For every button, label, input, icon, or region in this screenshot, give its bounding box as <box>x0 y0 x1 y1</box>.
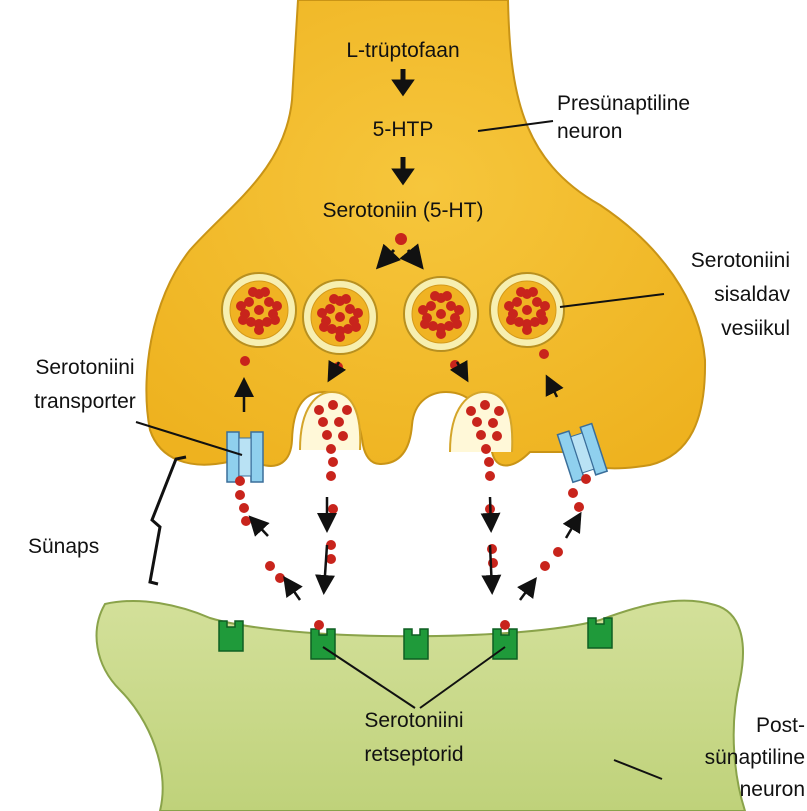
vesicle-serotonin <box>248 287 258 297</box>
serotonin-molecule <box>265 561 275 571</box>
serotonin-molecule <box>239 503 249 513</box>
serotonin-molecule <box>235 490 245 500</box>
serotonin-molecule <box>574 502 584 512</box>
serotonin-molecule <box>500 620 510 630</box>
vesicle-serotonin <box>335 312 345 322</box>
serotonin-molecule <box>492 431 502 441</box>
vesicle-serotonin <box>436 329 446 339</box>
vesicle-serotonin <box>236 301 246 311</box>
serotonin-molecule <box>318 417 328 427</box>
receptors-label-line1: Serotoniini <box>334 708 494 742</box>
serotonin-molecule <box>314 405 324 415</box>
vesicle-serotonin <box>353 308 363 318</box>
presynaptic-label-line2: neuron <box>557 119 690 147</box>
serotonin-molecule <box>241 516 251 526</box>
serotonin-molecule <box>342 405 352 415</box>
vesicle-serotonin <box>528 287 538 297</box>
pathway-step-5htp: 5-HTP <box>353 117 453 143</box>
postsynaptic-label-line2: sünaptiline <box>655 745 805 777</box>
vesicle-serotonin <box>430 291 440 301</box>
vesicle-serotonin <box>329 294 339 304</box>
postsynaptic-label-line1: Post- <box>655 713 805 745</box>
serotonin-molecule <box>488 418 498 428</box>
vesicle-serotonin <box>319 322 329 332</box>
serotonin-molecule <box>484 457 494 467</box>
vesicle-serotonin <box>452 319 462 329</box>
transporter-label: Serotoniini transporter <box>10 355 160 423</box>
serotonin-molecule <box>314 620 324 630</box>
vesicle-serotonin <box>420 319 430 329</box>
vesicle-serotonin <box>504 301 514 311</box>
serotonin-molecule <box>466 406 476 416</box>
vesicle-serotonin <box>341 294 351 304</box>
serotonin-molecule-top <box>395 233 407 245</box>
serotonin-molecule <box>338 431 348 441</box>
vesicle-serotonin <box>538 315 548 325</box>
vesicle-serotonin <box>270 315 280 325</box>
vesicle-serotonin <box>506 315 516 325</box>
vesicle-label-line2: sisaldav <box>640 282 790 316</box>
serotonin-molecule <box>334 417 344 427</box>
receptors-label-line2: retseptorid <box>334 742 494 776</box>
vesicle-serotonin <box>436 309 446 319</box>
presynaptic-label-line1: Presünaptiline <box>557 91 690 119</box>
serotonin-molecule <box>480 400 490 410</box>
serotonin-molecule <box>481 444 491 454</box>
serotonin-molecule <box>568 488 578 498</box>
serotonin-molecule <box>581 474 591 484</box>
serotonin-molecule <box>322 430 332 440</box>
synapse-label: Sünaps <box>28 534 99 560</box>
serotonin-transporter-left <box>227 432 263 482</box>
serotonin-molecule <box>540 561 550 571</box>
serotonin-molecule <box>326 444 336 454</box>
vesicle-serotonin <box>516 287 526 297</box>
vesicle-serotonin <box>442 291 452 301</box>
vesicle-serotonin <box>540 301 550 311</box>
receptors-label: Serotoniini retseptorid <box>334 708 494 776</box>
exocytosis-pit-left <box>300 392 360 450</box>
serotonin-molecule <box>275 573 285 583</box>
vesicle-serotonin <box>454 305 464 315</box>
vesicle-serotonin <box>522 305 532 315</box>
serotonin-molecule <box>472 417 482 427</box>
vesicle-label: Serotoniini sisaldav vesiikul <box>640 248 790 350</box>
serotonin-molecule <box>328 400 338 410</box>
receptor-3 <box>404 629 428 659</box>
vesicle-label-line1: Serotoniini <box>640 248 790 282</box>
vesicle-serotonin <box>351 322 361 332</box>
transporter-label-line2: transporter <box>10 389 160 423</box>
vesicle-serotonin <box>254 305 264 315</box>
pathway-step-tryptophan: L-trüptofaan <box>323 38 483 64</box>
postsynaptic-label: Post- sünaptiline neuron <box>655 713 805 809</box>
vesicle-serotonin <box>260 287 270 297</box>
presynaptic-label: Presünaptiline neuron <box>557 91 690 147</box>
serotonin-molecule <box>235 476 245 486</box>
vesicle-label-line3: vesiikul <box>640 316 790 350</box>
serotonin-molecule <box>328 457 338 467</box>
serotonin-molecule <box>553 547 563 557</box>
serotonin-molecule <box>326 471 336 481</box>
serotonin-molecule <box>539 349 549 359</box>
postsynaptic-label-line3: neuron <box>655 777 805 809</box>
vesicle-serotonin <box>238 315 248 325</box>
serotonin-molecule <box>240 356 250 366</box>
vesicle-serotonin <box>418 305 428 315</box>
serotonin-molecule <box>494 406 504 416</box>
serotonin-molecule <box>476 430 486 440</box>
serotonin-molecule <box>485 471 495 481</box>
serotonin-molecule <box>328 504 338 514</box>
pathway-step-serotonin: Serotoniin (5-HT) <box>303 198 503 224</box>
transporter-label-line1: Serotoniini <box>10 355 160 389</box>
vesicle-serotonin <box>254 325 264 335</box>
serotonin-molecule <box>487 544 497 554</box>
vesicle-serotonin <box>272 301 282 311</box>
vesicle-serotonin <box>522 325 532 335</box>
synapse-bracket <box>150 457 186 584</box>
vesicle-serotonin <box>317 308 327 318</box>
vesicle-serotonin <box>335 332 345 342</box>
presynaptic-neuron-body <box>146 0 705 468</box>
